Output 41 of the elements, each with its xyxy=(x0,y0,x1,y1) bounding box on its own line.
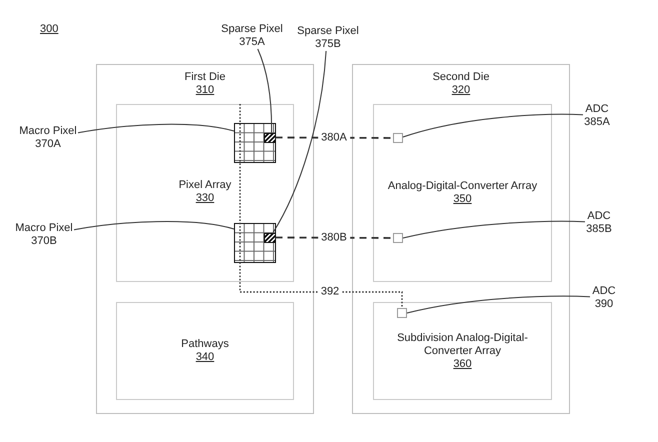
callout-label: Macro Pixel 370B xyxy=(14,222,74,248)
box-title: Second Die xyxy=(432,71,490,84)
hatched-square-icon xyxy=(264,232,276,242)
small-square-icon xyxy=(393,133,403,143)
small-square-icon xyxy=(393,233,403,243)
box-title: First Die xyxy=(184,71,226,84)
region-box xyxy=(116,104,294,282)
dotted-connector xyxy=(239,104,403,308)
callout-label: ADC 385A xyxy=(583,103,611,129)
box-title: Analog-Digital-Converter Array xyxy=(388,180,538,193)
die-box xyxy=(96,64,314,414)
box-title: Pixel Array xyxy=(178,179,232,192)
callout-label: ADC 385B xyxy=(585,210,613,236)
callout-label: Sparse Pixel 375A xyxy=(220,23,284,49)
pixel-grid xyxy=(234,223,276,263)
leader-line xyxy=(402,220,586,238)
box-title: Pathways xyxy=(181,338,229,351)
pixel-grid xyxy=(234,123,276,163)
reference-number: 340 xyxy=(196,351,214,364)
region-box xyxy=(373,302,552,400)
die-box xyxy=(352,64,570,414)
leader-line xyxy=(402,114,584,138)
region-box xyxy=(373,104,552,282)
leader-line xyxy=(272,50,327,233)
leader-line xyxy=(74,221,234,230)
leader-line xyxy=(257,48,272,133)
reference-number: 320 xyxy=(452,84,470,97)
leader-line xyxy=(78,124,234,134)
callout-label: Sparse Pixel 375B xyxy=(296,25,360,51)
callout-label: ADC 390 xyxy=(590,285,618,311)
hatched-square-icon xyxy=(264,132,276,142)
reference-number: 310 xyxy=(196,84,214,97)
reference-number: 350 xyxy=(453,193,472,206)
callout-label: Macro Pixel 370A xyxy=(18,125,78,151)
reference-number: 330 xyxy=(196,192,214,205)
figure-number: 300 xyxy=(40,23,58,36)
reference-number: 360 xyxy=(453,358,472,371)
box-title: Subdivision Analog-Digital-Converter Array xyxy=(396,332,529,358)
small-square-icon xyxy=(397,308,407,318)
region-box xyxy=(116,302,294,400)
leader-line xyxy=(406,296,590,314)
